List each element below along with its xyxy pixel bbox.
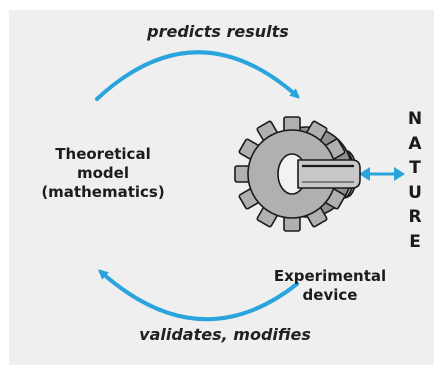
theoretical-model-line-3: (mathematics) <box>41 183 165 201</box>
experimental-device-line-1: Experimental <box>273 267 387 285</box>
double-arrow <box>359 167 405 181</box>
nature-letter-a: A <box>408 133 422 154</box>
nature-letter-r: R <box>408 207 422 227</box>
gear-icon <box>234 116 361 232</box>
nature-letter-t: T <box>409 158 421 178</box>
diagram-panel <box>9 10 434 365</box>
nature-letter-u: U <box>408 182 422 203</box>
theoretical-model-line-2: model <box>77 164 129 182</box>
validates-arrow <box>98 269 299 322</box>
nature-letter-e: E <box>409 231 421 252</box>
nature-label: N A T U R E <box>400 107 430 254</box>
nature-letter-n: N <box>407 109 423 129</box>
predicts-results-label: predicts results <box>147 22 289 41</box>
validates-modifies-label: validates, modifies <box>139 325 311 344</box>
predicts-arrow <box>95 50 301 101</box>
theoretical-model-line-1: Theoretical <box>55 145 151 163</box>
experimental-device-line-2: device <box>302 286 358 304</box>
experimental-device-label: Experimental device <box>270 267 390 305</box>
theoretical-model-label: Theoretical model (mathematics) <box>28 145 178 202</box>
